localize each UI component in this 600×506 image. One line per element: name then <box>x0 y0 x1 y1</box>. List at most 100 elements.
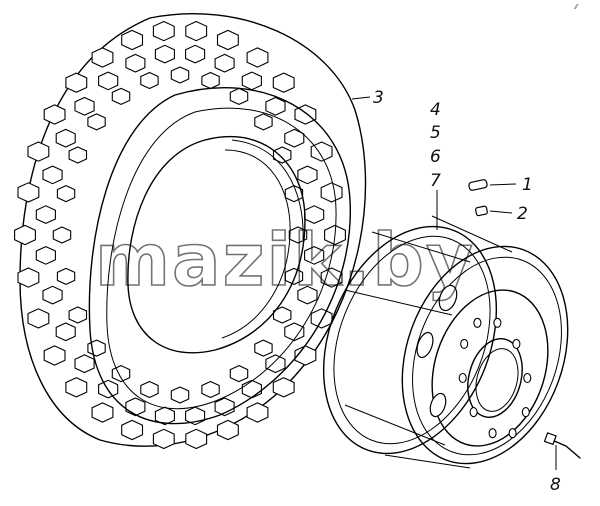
tread-block <box>154 406 175 426</box>
tread-block <box>42 165 63 185</box>
tread-block <box>272 377 295 398</box>
tread-block <box>320 182 343 203</box>
tread-block <box>74 96 95 116</box>
callout-8: 8 <box>550 475 561 495</box>
tread-block <box>35 245 56 265</box>
callout-3: 3 <box>373 88 384 108</box>
tread-block <box>297 165 318 185</box>
tread-block <box>216 29 239 51</box>
bolt-hole <box>493 317 502 328</box>
tread-block <box>91 402 114 423</box>
tread-block <box>65 377 88 398</box>
tread-block <box>284 322 305 342</box>
tread-block <box>52 226 72 244</box>
tread-block <box>272 306 292 324</box>
tread-block <box>216 419 239 441</box>
tread-block <box>56 184 76 203</box>
bolt-hole <box>460 338 469 349</box>
wheel-bolt-holes <box>458 317 532 439</box>
tyre <box>14 13 367 450</box>
tread-block <box>284 267 304 286</box>
bolt-hole <box>508 428 517 439</box>
callout-5: 5 <box>430 123 441 143</box>
tread-block <box>55 128 76 148</box>
tread-block <box>254 113 273 131</box>
tread-block <box>288 226 308 244</box>
tread-block <box>310 308 333 329</box>
tread-block <box>140 71 159 90</box>
tread-block <box>91 47 114 68</box>
tread-block <box>310 141 333 162</box>
tread-block <box>152 20 175 42</box>
tread-block <box>14 224 36 246</box>
tread-block <box>125 397 146 417</box>
bolt-hole <box>488 428 497 439</box>
tread-block <box>246 402 269 423</box>
bolt-hole <box>469 407 478 418</box>
tread-block <box>74 354 95 374</box>
tread-block <box>246 47 269 68</box>
tread-block <box>272 72 295 93</box>
tread-block <box>87 113 106 131</box>
tread-block <box>125 53 146 73</box>
tread-block <box>56 267 76 286</box>
tread-block <box>68 306 88 324</box>
tread-block <box>65 72 88 93</box>
tread-block <box>284 128 305 148</box>
tread-block <box>111 87 131 106</box>
callout-7: 7 <box>430 171 441 191</box>
callout-4: 4 <box>430 100 441 120</box>
tread-block <box>42 285 63 305</box>
bolt-hole <box>512 338 521 349</box>
tread-block <box>27 141 50 162</box>
tread-block <box>241 71 262 91</box>
tread-block <box>98 379 119 399</box>
tread-block <box>35 205 56 225</box>
tread-block <box>304 245 325 265</box>
tread-block <box>111 364 131 383</box>
tread-block <box>201 380 220 399</box>
tread-block <box>170 386 190 404</box>
wheel-rim <box>322 215 581 469</box>
watermark-text: mazik.by <box>95 218 475 302</box>
bolt-hole <box>473 317 482 328</box>
tread-block <box>43 104 66 125</box>
tread-block <box>27 308 50 329</box>
tread-block <box>241 379 262 399</box>
tread-block <box>265 354 286 374</box>
leader-lines <box>351 96 557 470</box>
tread-block <box>17 267 40 288</box>
tread-block <box>121 419 144 441</box>
tread-block <box>272 146 292 164</box>
bolt-hole <box>521 407 530 418</box>
tread-block <box>201 71 220 90</box>
tread-block <box>55 322 76 342</box>
callout-6: 6 <box>430 147 441 167</box>
tread-block <box>185 20 208 42</box>
corner-mark: ⁄⁄ <box>573 3 579 11</box>
tread-block <box>43 345 66 366</box>
callout-1: 1 <box>522 175 533 195</box>
tread-block <box>152 428 175 450</box>
tread-block <box>98 71 119 91</box>
tread-block <box>68 146 88 164</box>
tyre-tread-pattern <box>14 20 346 450</box>
tread-block <box>229 364 249 383</box>
tread-block <box>185 44 206 64</box>
tread-block <box>214 53 235 73</box>
tread-block <box>140 380 159 399</box>
callout-2: 2 <box>517 204 528 224</box>
small-part-1 <box>468 179 488 191</box>
tread-block <box>170 66 190 84</box>
tread-block <box>294 345 317 366</box>
tread-block <box>17 182 40 203</box>
tread-block <box>265 96 286 116</box>
bolt-hole <box>523 372 532 384</box>
tread-block <box>229 87 249 106</box>
tread-block <box>87 339 106 357</box>
bolt-hole <box>458 372 467 384</box>
tread-block <box>297 285 318 305</box>
small-part-2 <box>475 205 488 217</box>
tread-block <box>185 428 208 450</box>
